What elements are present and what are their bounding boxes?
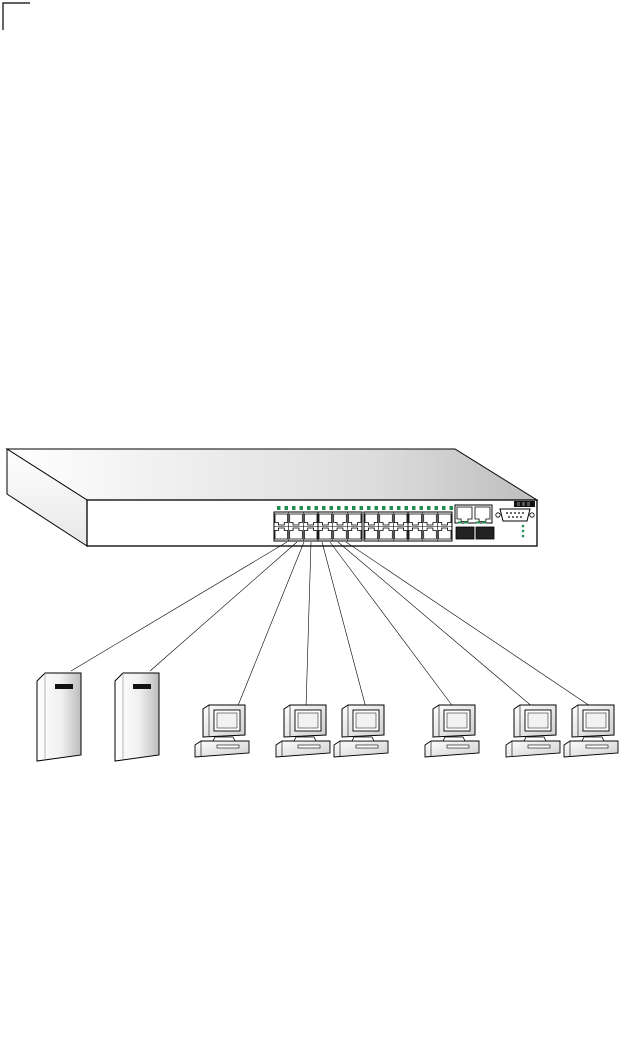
rj45-jack: [457, 507, 472, 522]
port-led: [412, 506, 416, 510]
port-led: [450, 506, 454, 510]
port-led: [442, 506, 446, 510]
port-led: [375, 506, 379, 510]
server-1: [37, 673, 81, 761]
cable-workstation-6: [346, 542, 593, 708]
workstation-5: [506, 705, 560, 757]
console-port: [500, 509, 530, 521]
cpu-unit: [425, 741, 479, 757]
port-led: [300, 506, 304, 510]
status-led: [522, 530, 525, 533]
port-led: [390, 506, 394, 510]
port-led: [315, 506, 319, 510]
cpu-unit: [276, 741, 330, 757]
port-led: [360, 506, 364, 510]
cpu-unit: [334, 741, 388, 757]
port-led: [285, 506, 289, 510]
cable-workstation-1: [237, 542, 304, 708]
crop-mark: [3, 3, 30, 30]
sfp-slot-1: [456, 527, 474, 539]
port-led: [382, 506, 386, 510]
rj45-jack: [475, 507, 490, 522]
port-led: [420, 506, 424, 510]
port-led: [322, 506, 326, 510]
port-led: [367, 506, 371, 510]
port-led: [405, 506, 409, 510]
cable-workstation-4: [330, 542, 454, 708]
workstation-2: [276, 705, 330, 757]
port-led: [397, 506, 401, 510]
workstation-1: [195, 705, 249, 757]
cable-workstation-2: [306, 542, 311, 708]
port-led: [352, 506, 356, 510]
workstation-3: [334, 705, 388, 757]
cpu-unit: [195, 741, 249, 757]
network-switch: [7, 449, 537, 546]
sfp-slot-2: [476, 527, 494, 539]
port-led: [277, 506, 281, 510]
workstation-6: [564, 705, 618, 757]
workstation-4: [425, 705, 479, 757]
cable-server-2: [150, 542, 297, 671]
port-led: [330, 506, 334, 510]
server-2: [115, 673, 159, 761]
cpu-unit: [506, 741, 560, 757]
port-led: [345, 506, 349, 510]
status-led: [522, 525, 525, 528]
port-led: [435, 506, 439, 510]
network-nodes: [37, 673, 618, 761]
drive-bay: [55, 684, 73, 689]
cable-workstation-5: [338, 542, 534, 708]
drive-bay: [133, 684, 151, 689]
cpu-unit: [564, 741, 618, 757]
port-led: [337, 506, 341, 510]
port-led: [307, 506, 311, 510]
status-led: [522, 535, 525, 538]
switch-top-surface: [7, 449, 537, 500]
port-led: [292, 506, 296, 510]
cable-server-1: [71, 542, 287, 671]
port-led: [427, 506, 431, 510]
cable-workstation-3: [322, 542, 366, 708]
